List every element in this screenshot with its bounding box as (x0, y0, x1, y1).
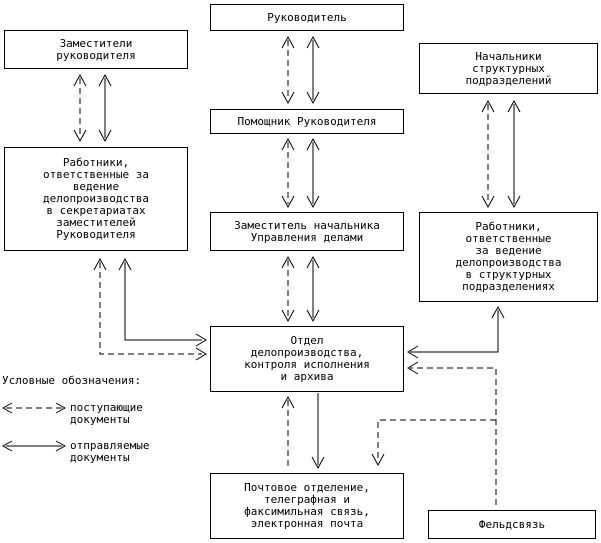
arrowhead-down (306, 309, 320, 323)
arrowhead-down (281, 309, 295, 323)
arrowhead-up (306, 137, 320, 151)
arrowhead-left (407, 345, 419, 359)
post-office-box: Почтовое отделение, телеграфная и факсим… (210, 473, 404, 539)
assistant-box: Помощник Руководителя (210, 109, 404, 134)
arrowhead-up (306, 255, 320, 269)
arrowhead-up (481, 99, 495, 113)
secretariat-workers-box: Работники, ответственные за ведение дело… (4, 147, 188, 251)
arrowhead-up (73, 73, 87, 87)
deputy-staff-box: Заместитель начальника Управления делами (210, 212, 404, 251)
arrowhead-up (93, 257, 107, 271)
arrowhead-up (281, 395, 295, 409)
arrowhead-down (281, 91, 295, 105)
arrowhead-down (306, 195, 320, 209)
legend-incoming-label: поступающие документы (70, 401, 143, 426)
legend-arrowhead-left (1, 440, 13, 452)
legend-arrowhead-right (55, 440, 67, 452)
arrowhead-up (281, 137, 295, 151)
arrowhead-right (195, 347, 207, 361)
records-dept-box: Отдел делопроизводства, контроля исполне… (210, 326, 404, 392)
legend-title: Условные обозначения: (2, 374, 142, 387)
arrowhead-down (306, 91, 320, 105)
legend-arrowhead-left (1, 402, 13, 414)
arrowhead-down (73, 129, 87, 143)
arrowhead-up (98, 73, 112, 87)
arrowhead-up (306, 35, 320, 49)
arrowhead-down (371, 453, 385, 467)
dashed-arrow-secretariat-to-records (99, 262, 202, 355)
arrowhead-down (98, 129, 112, 143)
arrowhead-down (311, 456, 325, 470)
arrowhead-up (281, 35, 295, 49)
arrowhead-right (195, 333, 207, 347)
arrowhead-down (481, 195, 495, 209)
arrowhead-down (507, 195, 521, 209)
deputies-box: Заместители руководителя (4, 30, 188, 69)
unit-chiefs-box: Начальники структурных подразделений (419, 43, 598, 94)
arrowhead-up (281, 255, 295, 269)
arrowhead-down (281, 195, 295, 209)
legend-arrowhead-right (55, 402, 67, 414)
arrowhead-up (507, 99, 521, 113)
arrowhead-up (491, 305, 505, 319)
courier-box: Фельдсвязь (428, 510, 596, 539)
legend-outgoing-label: отправляемые документы (70, 439, 150, 464)
unit-workers-box: Работники, ответственные за ведение дело… (419, 212, 598, 302)
dashed-arrow-courier-to-post (377, 419, 496, 462)
solid-arrow-records-to-secretariat (124, 262, 202, 341)
dashed-arrow-courier-to-records (410, 367, 497, 505)
head-box: Руководитель (210, 4, 404, 31)
solid-arrow-unit-workers-to-records (410, 310, 499, 353)
arrowhead-left (407, 361, 419, 375)
arrowhead-up (118, 257, 132, 271)
